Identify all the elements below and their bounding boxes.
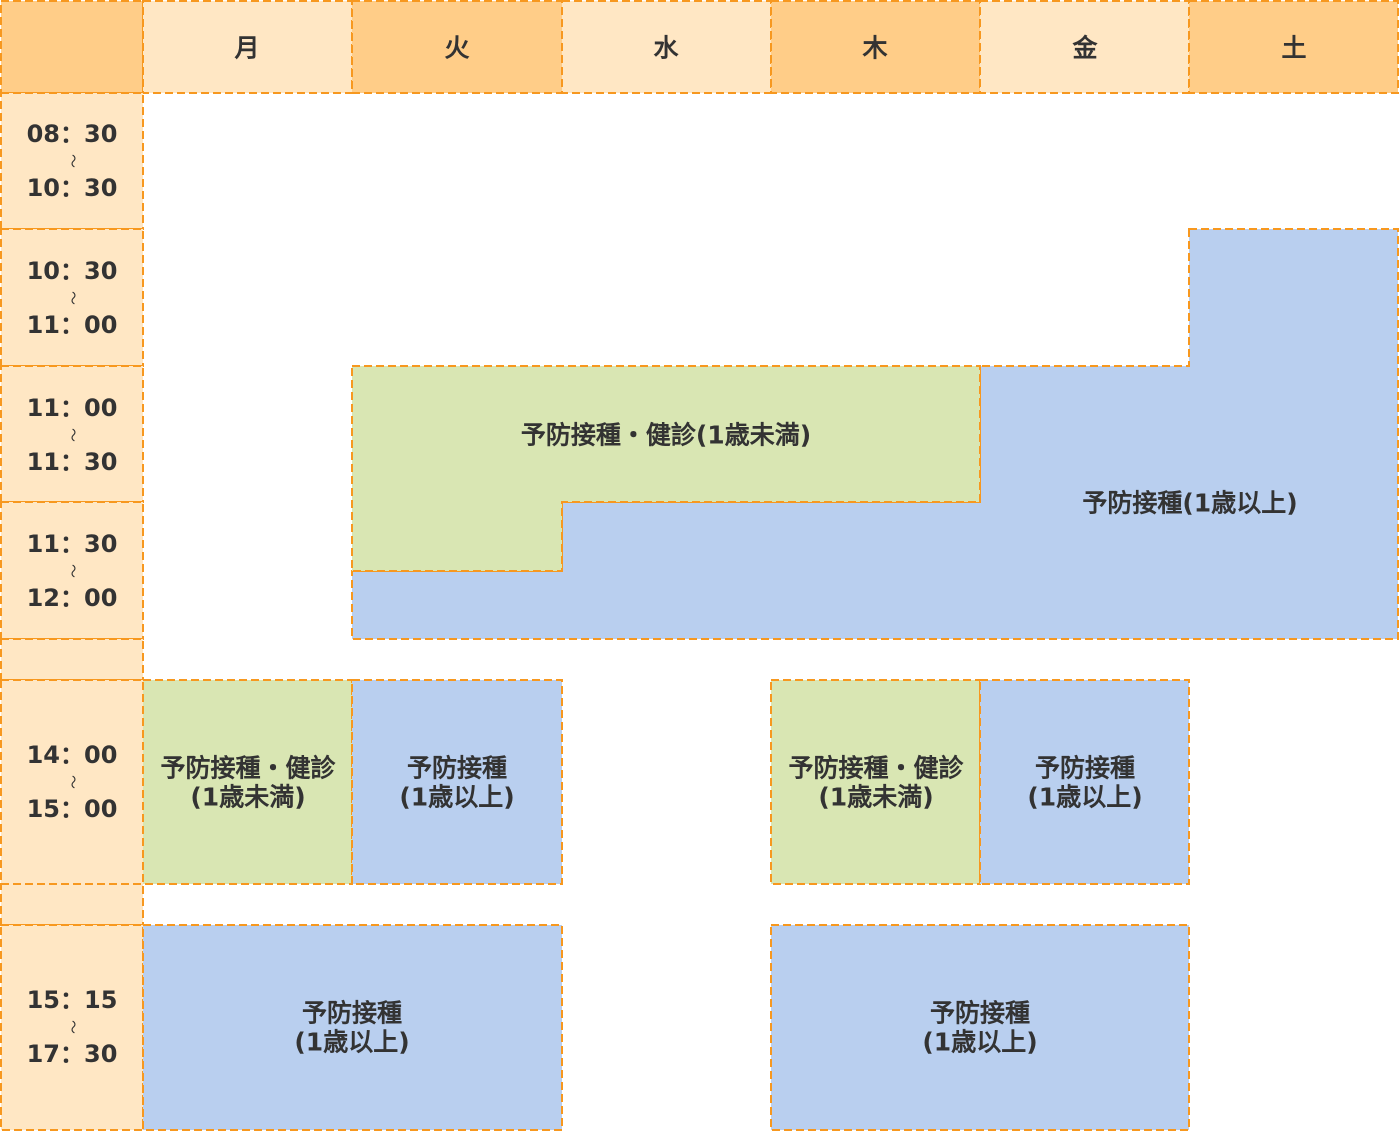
time-start: 15：15 [27,986,118,1014]
time-end: 10：30 [27,174,118,202]
time-separator: 〜 [64,291,80,305]
block-label: (1歳以上) [294,1028,409,1057]
time-separator: 〜 [64,428,80,442]
time-separator: 〜 [64,154,80,168]
time-start: 11：30 [27,530,118,558]
header-row: 月 火 水 木 金 土 [0,0,1399,94]
time-end: 11：00 [27,311,118,339]
block-label: 予防接種 [1035,754,1135,783]
block-label: (1歳以上) [922,1028,1037,1057]
time-separator: 〜 [64,775,80,789]
block-over1-tue-pm [351,679,563,885]
time-end: 17：30 [27,1040,118,1068]
block-under1-mon-pm [142,679,353,885]
time-start: 08：30 [27,120,118,148]
time-labels: 08：30 〜 10：30 10：30 〜 11：00 11：00 〜 11：30 11：30 〜 1… [27,120,118,1068]
time-column [0,92,144,1131]
time-start: 10：30 [27,257,118,285]
block-label: (1歳以上) [399,783,514,812]
header-thu [770,0,981,94]
block-label: 予防接種・健診 [160,754,336,783]
block-over1-fri-pm [979,679,1190,885]
block-label: 予防接種 [930,999,1030,1028]
day-label: 金 [1071,34,1098,63]
header-tue [351,0,563,94]
header-mon [142,0,353,94]
day-label: 土 [1281,34,1306,63]
block-label: (1歳未満) [190,783,305,812]
block-label: 予防接種・健診(1歳未満) [521,421,811,450]
block-label: (1歳未満) [818,783,933,812]
time-start: 14：00 [27,741,118,769]
day-label: 水 [653,34,679,63]
block-label: 予防接種(1歳以上) [1082,489,1297,518]
block-over1-montue-late [142,924,563,1131]
block-over1-thufri-late [770,924,1190,1131]
block-over1-morning [351,228,1399,640]
block-under1-thu-pm [770,679,981,885]
time-end: 11：30 [27,448,118,476]
header-wed [561,0,772,94]
time-start: 11：00 [27,394,118,422]
day-label: 月 [233,34,259,63]
day-label: 火 [444,34,469,63]
time-cell [0,924,144,1131]
block-label: 予防接種 [407,754,507,783]
block-label: 予防接種・健診 [788,754,964,783]
block-label: (1歳以上) [1027,783,1142,812]
time-end: 12：00 [27,584,118,612]
header-sat [1188,0,1399,94]
header-corner [0,0,144,94]
block-under1-morning [351,365,981,572]
time-gap-cell [0,638,144,681]
time-separator: 〜 [64,1020,80,1034]
time-separator: 〜 [64,564,80,578]
time-end: 15：00 [27,795,118,823]
time-gap-cell [0,883,144,926]
day-label: 木 [861,34,887,63]
time-cell [0,92,144,230]
block-label: 予防接種 [302,999,402,1028]
